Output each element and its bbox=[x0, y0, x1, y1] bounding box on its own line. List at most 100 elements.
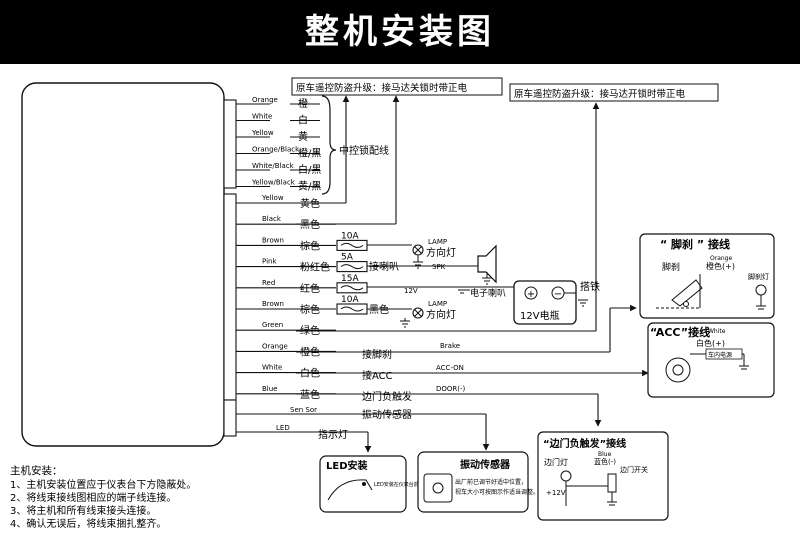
dashboard-icon bbox=[327, 479, 373, 501]
sensor-box-note-1: 出厂前已调节好适中位置， bbox=[455, 478, 527, 486]
pedal-icon bbox=[671, 279, 703, 307]
door-box bbox=[537, 431, 669, 521]
ground-icon-3 bbox=[458, 289, 466, 294]
fuse-rating-2: 15A bbox=[341, 274, 359, 284]
wire-en-3: Pink bbox=[262, 258, 277, 266]
led-dot-icon bbox=[362, 482, 366, 486]
battery-plus-terminal bbox=[524, 286, 538, 300]
acc-box-power: 车内电源 bbox=[708, 351, 732, 359]
wire-en-8: White bbox=[262, 364, 282, 372]
brake-box bbox=[639, 233, 775, 319]
lock-wire-en-2: Yellow bbox=[251, 129, 274, 137]
lock-connector bbox=[223, 99, 237, 189]
install-step-1: 2、将线束接线图相应的端子线连接。 bbox=[10, 491, 176, 504]
wire-en-4: Red bbox=[262, 279, 275, 287]
wire-en-2: Brown bbox=[262, 236, 284, 244]
pedal-switch-icon bbox=[683, 301, 689, 307]
wire-en-0: Yellow bbox=[261, 194, 284, 202]
fuse-element-1 bbox=[340, 264, 364, 270]
page-title: 整机安装图 bbox=[305, 12, 495, 52]
door-en-label: DOOR(-) bbox=[436, 385, 466, 393]
install-steps: 1、主机安装位置应于仪表台下方隐蔽处。2、将线束接线图相应的端子线连接。3、将主… bbox=[10, 478, 196, 530]
title-banner bbox=[0, 0, 800, 64]
led-box-title: LED安装 bbox=[326, 459, 368, 472]
brake-box-lamp: 脚刹灯 bbox=[748, 272, 769, 281]
door-switch-icon bbox=[607, 473, 617, 493]
battery-plus-sign: + bbox=[527, 289, 535, 300]
fuse-rating-1: 5A bbox=[341, 253, 354, 263]
wire-en-6: Green bbox=[262, 321, 283, 329]
lock-wire-cn-3: 橙/黑 bbox=[298, 147, 321, 160]
led-cn-label: 指示灯 bbox=[318, 428, 348, 441]
ground-icon-5 bbox=[400, 320, 410, 328]
acc-power-tag bbox=[705, 348, 743, 360]
lock-wire-cn-1: 白 bbox=[298, 114, 308, 127]
battery-label: 12V电瓶 bbox=[520, 309, 560, 322]
sensor-knob-icon bbox=[432, 482, 444, 494]
install-step-2: 3、将主机和所有线束接头连接。 bbox=[10, 504, 156, 517]
v12-label: 12V bbox=[404, 287, 418, 295]
brake-box-orange-en: Orange bbox=[710, 255, 732, 262]
main-connector bbox=[223, 193, 237, 401]
brake-box-title: “ 脚刹 ” 接线 bbox=[660, 237, 730, 251]
lock-wire-en-4: White/Black bbox=[252, 162, 295, 170]
note-lock-text: 原车遥控防盗升级：接马达关锁时带正电 bbox=[296, 82, 468, 94]
brake-lamp-icon bbox=[755, 284, 767, 296]
lock-wire-cn-5: 黄/黑 bbox=[298, 180, 321, 193]
door-cn-label: 边门负触发 bbox=[362, 390, 412, 403]
install-heading: 主机安装： bbox=[10, 464, 63, 477]
acc-en-label: ACC-ON bbox=[436, 364, 464, 372]
brake-cn-label: 接脚刹 bbox=[362, 348, 392, 361]
lock-wire-cn-2: 黄 bbox=[298, 130, 308, 143]
spk-label: SPK bbox=[432, 263, 446, 271]
install-step-0: 1、主机安装位置应于仪表台下方隐蔽处。 bbox=[10, 478, 196, 491]
note-lock-box bbox=[291, 77, 503, 96]
install-step-3: 4、确认无误后，将线束捆扎整齐。 bbox=[10, 517, 166, 530]
ground-icon-4 bbox=[578, 299, 588, 307]
wire-en-5: Brown bbox=[262, 300, 284, 308]
lock-wire-en-5: Yellow/Black bbox=[251, 179, 296, 187]
ground-icon-7 bbox=[739, 365, 749, 370]
aux-connector bbox=[223, 399, 237, 437]
note-unlock-box bbox=[509, 83, 719, 102]
door-box-switch: 边门开关 bbox=[620, 465, 648, 474]
note-unlock-text: 原车遥控防盗升级：接马达开锁时带正电 bbox=[514, 88, 686, 100]
lock-wire-cn-0: 橙 bbox=[298, 97, 308, 110]
horn-icon bbox=[477, 244, 497, 284]
sensor-box-note-2: 视车大小可按图示作适当调整。 bbox=[455, 488, 539, 496]
acc-box-title: “ACC”接线 bbox=[650, 325, 710, 339]
brake-box-orange-cn: 橙色(+) bbox=[706, 261, 735, 271]
ignition-key-icon bbox=[672, 364, 684, 376]
sensor-box-title: 振动传感器 bbox=[460, 458, 511, 471]
fuse-element-2 bbox=[340, 285, 364, 291]
door-box-lamp: 边门灯 bbox=[544, 457, 568, 467]
lock-wire-cn-4: 白/黑 bbox=[298, 163, 321, 176]
ground-icon-1 bbox=[413, 261, 423, 269]
lamp-1-en: LAMP bbox=[428, 238, 447, 246]
wire-en-1: Black bbox=[262, 215, 282, 223]
ground-icon-6 bbox=[756, 305, 766, 310]
door-box-blue-en: Blue bbox=[598, 451, 612, 458]
main-unit-box bbox=[21, 82, 225, 447]
lamp-2-en: LAMP bbox=[428, 300, 447, 308]
brake-en-label: Brake bbox=[440, 342, 460, 350]
led-en-label: LED bbox=[276, 424, 290, 432]
door-box-blue-cn: 蓝色(-) bbox=[594, 457, 616, 466]
lock-group-label: 中控锁配线 bbox=[339, 144, 389, 157]
fuse-element-0 bbox=[340, 242, 364, 248]
lock-wire-en-1: White bbox=[252, 113, 272, 121]
fuse-rating-3: 10A bbox=[341, 295, 359, 305]
wire-en-7: Orange bbox=[262, 342, 288, 350]
door-lamp-icon bbox=[560, 470, 572, 482]
ground-label: 搭铁 bbox=[580, 280, 600, 293]
fuse-element-3 bbox=[340, 306, 364, 312]
fuse-group: 10A 5A 15A 10A bbox=[336, 231, 368, 315]
lock-wire-en-0: Orange bbox=[252, 96, 278, 104]
ground-icon-2 bbox=[482, 277, 492, 285]
ground-icon-8 bbox=[607, 501, 617, 506]
black-label: 黑色 bbox=[369, 303, 389, 316]
main-wire-group: Yellow黄色Black黑色Brown棕色Pink粉红色Red红色Brown棕… bbox=[236, 194, 336, 401]
acc-box-white-cn: 白色(+) bbox=[696, 338, 725, 348]
fuse-rating-0: 10A bbox=[341, 231, 359, 241]
